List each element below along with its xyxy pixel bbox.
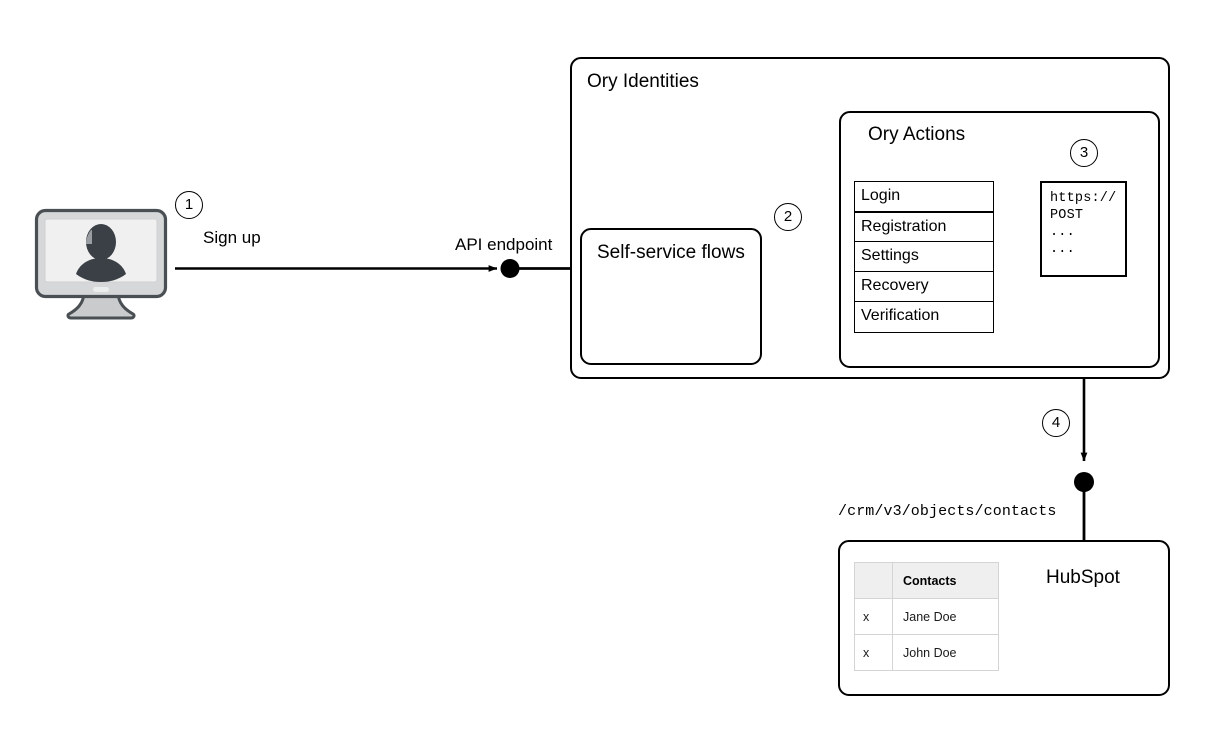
monitor-user-icon bbox=[34, 208, 168, 320]
webhook-line-ellipsis-1: ... bbox=[1050, 225, 1075, 240]
hubspot-title: HubSpot bbox=[1046, 567, 1120, 588]
api-endpoint-dot bbox=[500, 259, 520, 278]
flow-item-settings[interactable]: Settings bbox=[855, 242, 993, 272]
webhook-line-method: POST bbox=[1050, 208, 1084, 223]
monitor-power-nub bbox=[93, 287, 109, 292]
step-badge-2: 2 bbox=[774, 203, 802, 231]
avatar-silhouette bbox=[76, 224, 126, 282]
flow-item-login[interactable]: Login bbox=[855, 182, 993, 212]
ory-identities-title: Ory Identities bbox=[587, 71, 699, 92]
step-badge-3: 3 bbox=[1070, 139, 1098, 167]
avatar-highlight bbox=[86, 230, 92, 244]
contacts-header-flag bbox=[854, 562, 893, 599]
webhook-line-ellipsis-2: ... bbox=[1050, 242, 1075, 257]
label-sign-up: Sign up bbox=[203, 228, 261, 247]
contact-flag-1: x bbox=[854, 634, 893, 671]
contact-name-0: Jane Doe bbox=[892, 598, 999, 635]
step-badge-1: 1 bbox=[175, 191, 203, 219]
contact-flag-0: x bbox=[854, 598, 893, 635]
contacts-table: Contacts x Jane Doe x John Doe bbox=[854, 562, 999, 671]
self-service-flows-box: Self-service flows bbox=[580, 228, 762, 365]
step-badge-4: 4 bbox=[1042, 409, 1070, 437]
label-api-endpoint: API endpoint bbox=[455, 235, 553, 254]
hubspot-endpoint-dot bbox=[1074, 472, 1094, 492]
monitor-stand bbox=[66, 290, 136, 320]
webhook-code-box: https:// POST ... ... bbox=[1040, 181, 1127, 277]
table-row[interactable]: x Jane Doe bbox=[854, 598, 999, 635]
webhook-line-url: https:// bbox=[1050, 191, 1117, 206]
self-service-flow-list: Login Registration Settings Recovery Ver… bbox=[854, 181, 994, 333]
contact-name-1: John Doe bbox=[892, 634, 999, 671]
ory-actions-title: Ory Actions bbox=[868, 124, 966, 145]
contacts-header-contacts: Contacts bbox=[892, 562, 999, 599]
label-crm-path: /crm/v3/objects/contacts bbox=[838, 503, 1057, 520]
flow-item-recovery[interactable]: Recovery bbox=[855, 272, 993, 302]
flow-item-verification[interactable]: Verification bbox=[855, 302, 993, 332]
table-row[interactable]: x John Doe bbox=[854, 634, 999, 671]
contacts-table-header-row: Contacts bbox=[854, 562, 999, 599]
self-service-flows-title: Self-service flows bbox=[597, 242, 745, 263]
flow-item-registration[interactable]: Registration bbox=[855, 212, 993, 242]
